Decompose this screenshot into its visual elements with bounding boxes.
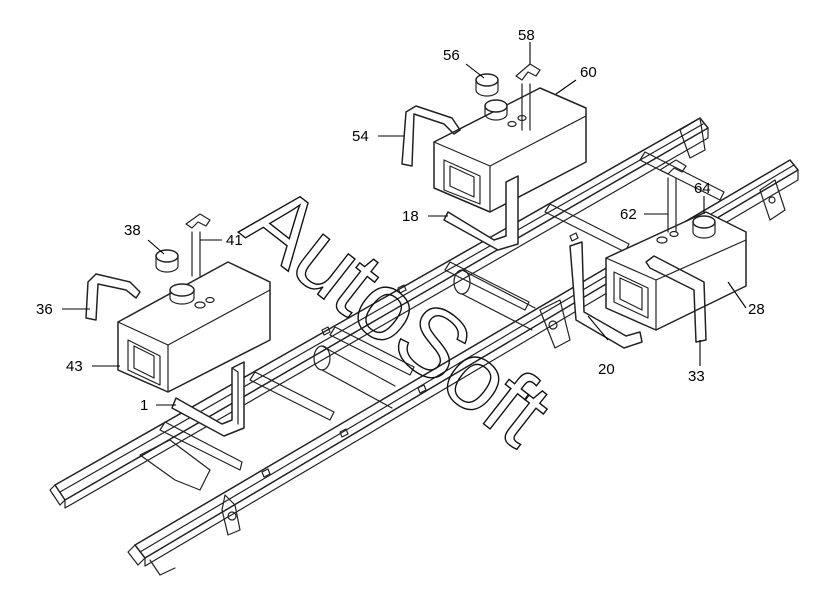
- callout-20: 20: [598, 361, 615, 378]
- leader-lines: [62, 42, 747, 406]
- upper-tank-bracket: [443, 175, 519, 251]
- callout-56: 56: [443, 47, 460, 64]
- left-fuel-tank: [117, 261, 271, 393]
- callout-1: 1: [140, 397, 148, 414]
- callout-41: 41: [226, 232, 243, 249]
- right-fuel-tank: [605, 211, 747, 331]
- callout-58: 58: [518, 27, 535, 44]
- chassis-frame: [49, 117, 799, 576]
- right-tank-sender: [659, 159, 687, 233]
- left-tank-cap: [155, 249, 179, 273]
- left-tank-bracket: [171, 361, 245, 437]
- upper-fuel-tank: [433, 87, 587, 213]
- left-tank-sender: [185, 213, 211, 277]
- callout-18: 18: [402, 208, 419, 225]
- callout-33: 33: [688, 368, 705, 385]
- right-tank-cap: [692, 215, 716, 239]
- upper-tank-cap: [475, 73, 499, 97]
- left-tank-strap: [85, 273, 141, 321]
- callout-38: 38: [124, 222, 141, 239]
- callout-64: 64: [694, 180, 711, 197]
- right-tank-bracket: [569, 241, 643, 349]
- callout-28: 28: [748, 301, 765, 318]
- callout-36: 36: [36, 301, 53, 318]
- callout-54: 54: [352, 128, 369, 145]
- callout-labels: 1 18 20 28 33 36 38 41 43 54 56 58 60 62…: [36, 27, 765, 414]
- upper-tank-strap: [401, 105, 461, 167]
- callout-62: 62: [620, 206, 637, 223]
- callout-60: 60: [580, 64, 597, 81]
- callout-43: 43: [66, 358, 83, 375]
- right-tank-strap: [645, 255, 707, 343]
